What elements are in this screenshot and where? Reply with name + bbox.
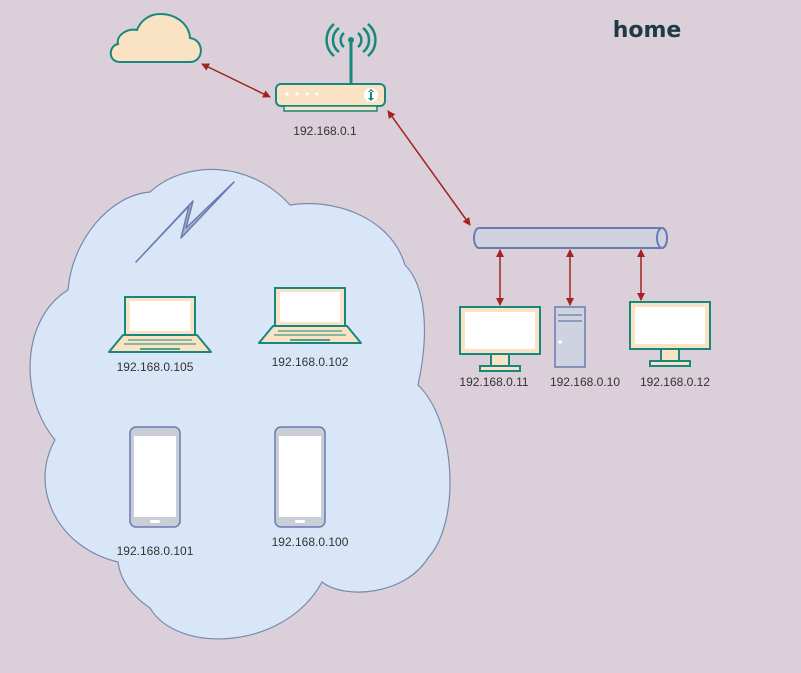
link-cloud-router: [201, 63, 271, 98]
laptop-icon: [108, 296, 212, 353]
lightning-bolt-icon: [135, 181, 235, 263]
link-router-bus: [387, 110, 471, 226]
cloud-icon: [109, 12, 202, 63]
monitor-icon: [629, 301, 711, 367]
wireless-network-cloud: [29, 168, 451, 640]
router-label: 192.168.0.1: [293, 124, 357, 138]
laptop-2-label: 192.168.0.102: [272, 355, 349, 369]
laptop-1-label: 192.168.0.105: [117, 360, 194, 374]
smartphone-icon: [274, 426, 326, 528]
laptop-icon: [258, 287, 362, 344]
wireless-cloud-shape: [29, 168, 451, 640]
ethernet-bus: [473, 227, 668, 249]
internet-cloud: [109, 12, 202, 63]
server-tower: 192.168.0.10: [550, 306, 620, 389]
monitor-1: 192.168.0.11: [459, 306, 541, 389]
monitor-2-label: 192.168.0.12: [640, 375, 710, 389]
phone-1: 192.168.0.101: [117, 426, 194, 558]
smartphone-icon: [129, 426, 181, 528]
server-tower-label: 192.168.0.10: [550, 375, 620, 389]
phone-1-label: 192.168.0.101: [117, 544, 194, 558]
server-tower-icon: [554, 306, 586, 368]
router: 192.168.0.1: [275, 23, 386, 138]
ethernet-bus-icon: [473, 227, 668, 249]
links: [201, 63, 645, 306]
laptop-2: 192.168.0.102: [258, 287, 362, 369]
phone-2: 192.168.0.100: [272, 426, 349, 549]
monitor-icon: [459, 306, 541, 372]
phone-2-label: 192.168.0.100: [272, 535, 349, 549]
diagram-title: home: [613, 18, 682, 43]
monitor-1-label: 192.168.0.11: [459, 375, 529, 389]
wifi-router-icon: [275, 23, 386, 112]
laptop-1: 192.168.0.105: [108, 296, 212, 374]
monitor-2: 192.168.0.12: [629, 301, 711, 389]
